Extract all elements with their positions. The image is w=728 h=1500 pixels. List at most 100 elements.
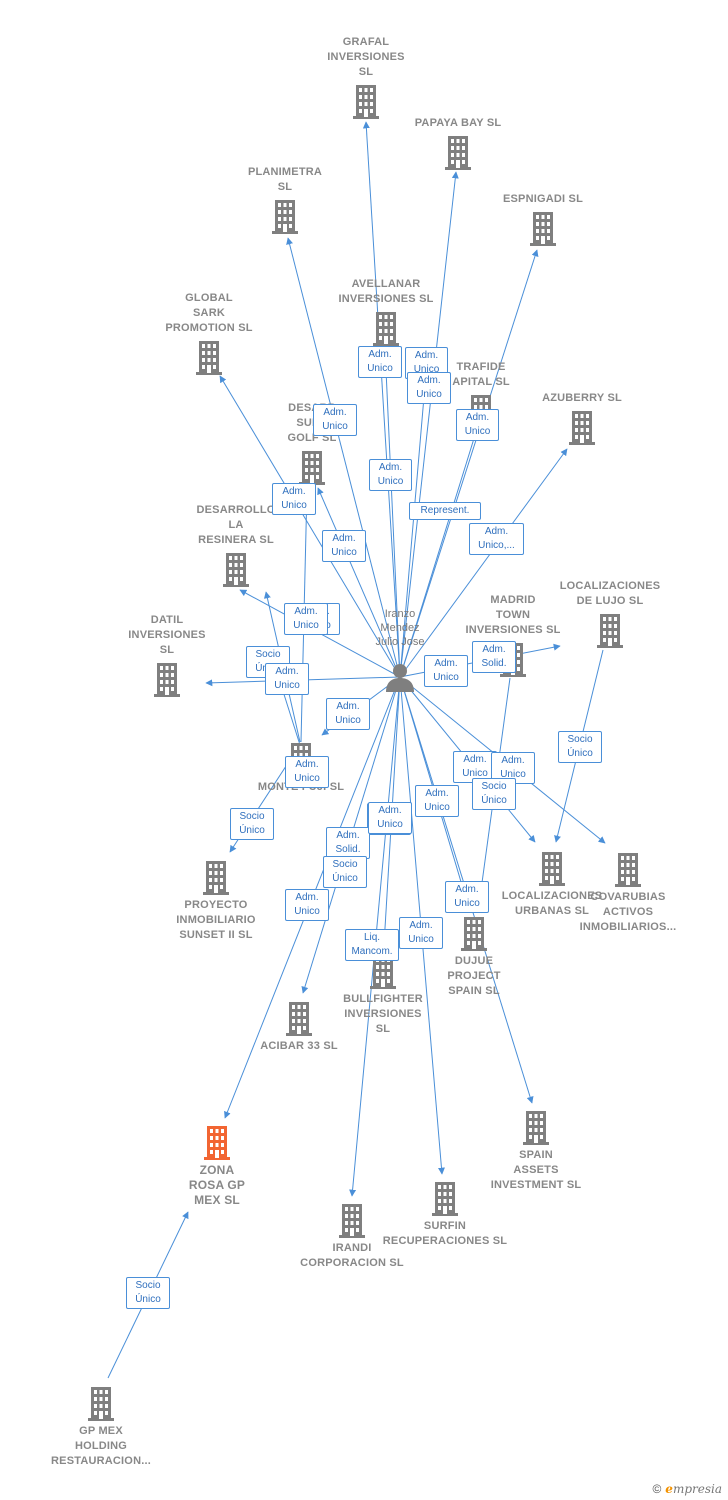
relationship-label[interactable]: Adm. Unico	[424, 655, 468, 687]
relationship-label[interactable]: Adm. Solid.	[326, 827, 370, 859]
company-name[interactable]: DESARR SUNS GOLF SL	[287, 402, 337, 444]
company-name[interactable]: AZUBERRY SL	[542, 392, 622, 404]
person-name[interactable]: Iranzo Mendez Julio Jose	[375, 608, 425, 648]
company-node-datil[interactable]: DATIL INVERSIONES SL	[87, 613, 247, 658]
company-node-zona[interactable]: ZONA ROSA GP MEX SL	[137, 1163, 297, 1208]
company-name[interactable]: GRAFAL INVERSIONES SL	[327, 36, 405, 78]
relationship-label[interactable]: Adm. Unico	[453, 751, 497, 783]
company-node-covarrubias[interactable]: COVARUBIAS ACTIVOS INMOBILIARIOS...	[548, 890, 708, 935]
company-name[interactable]: PROYECTO INMOBILIARIO SUNSET II SL	[176, 899, 256, 941]
building-icon[interactable]	[339, 1204, 365, 1238]
relationship-label[interactable]: Adm. Unico	[285, 756, 329, 788]
company-node-papaya[interactable]: PAPAYA BAY SL	[378, 116, 538, 131]
company-name[interactable]: AVELLANAR INVERSIONES SL	[338, 278, 434, 305]
company-node-grafal[interactable]: GRAFAL INVERSIONES SL	[286, 35, 446, 80]
relationship-label[interactable]: Socio Único	[472, 778, 516, 810]
company-node-gpmex[interactable]: GP MEX HOLDING RESTAURACION...	[21, 1424, 181, 1469]
company-name[interactable]: ZONA ROSA GP MEX SL	[188, 1163, 246, 1207]
company-name[interactable]: ACIBAR 33 SL	[260, 1040, 338, 1052]
building-icon[interactable]	[445, 136, 471, 170]
company-name[interactable]: LOCALIZACIONES URBANAS SL	[501, 890, 603, 917]
company-name[interactable]: PLANIMETRA SL	[247, 166, 323, 193]
relationship-label[interactable]: Liq. Mancom.	[345, 929, 399, 961]
company-node-trafide[interactable]: TRAFIDE APITAL SL	[401, 360, 561, 390]
company-node-madrid[interactable]: MADRID TOWN INVERSIONES SL	[433, 593, 593, 638]
company-name[interactable]: ESPNIGADI SL	[502, 193, 584, 205]
company-name[interactable]: DESARROLLO LA RESINERA SL	[196, 504, 276, 546]
building-icon[interactable]	[204, 1126, 230, 1160]
company-name[interactable]: PAPAYA BAY SL	[414, 117, 502, 129]
company-name[interactable]: GLOBAL SARK PROMOTION SL	[165, 292, 253, 334]
company-node-dujue[interactable]: DUJUE PROJECT SPAIN SL	[394, 954, 554, 999]
company-name[interactable]: IRANDI CORPORACION SL	[300, 1242, 404, 1269]
relationship-label[interactable]: Socio Único	[230, 808, 274, 840]
company-node-bullfighter[interactable]: BULLFIGHTER INVERSIONES SL	[303, 992, 463, 1037]
relationship-label[interactable]: Adm. Unico	[399, 917, 443, 949]
relationship-label[interactable]: Adm. Unico	[285, 889, 329, 921]
company-node-resinera[interactable]: DESARROLLO LA RESINERA SL	[156, 503, 316, 548]
building-icon[interactable]	[523, 1111, 549, 1145]
empresia-logo[interactable]: empresia	[665, 1482, 722, 1496]
building-icon[interactable]	[154, 663, 180, 697]
company-node-surfin[interactable]: SURFIN RECUPERACIONES SL	[365, 1219, 525, 1249]
company-node-proyecto[interactable]: PROYECTO INMOBILIARIO SUNSET II SL	[136, 898, 296, 943]
relationship-label[interactable]: Adm. Unico,...	[469, 523, 524, 555]
company-name[interactable]: COVARUBIAS ACTIVOS INMOBILIARIOS...	[579, 891, 677, 933]
person-icon[interactable]	[386, 664, 414, 692]
relationship-label[interactable]: Adm. Unico	[284, 603, 328, 635]
building-icon[interactable]	[597, 614, 623, 648]
building-icon[interactable]	[272, 200, 298, 234]
relationship-label[interactable]: Adm. Solid.	[472, 641, 516, 673]
building-icon[interactable]	[299, 451, 325, 485]
relationship-label[interactable]: Socio Único	[126, 1277, 170, 1309]
company-name[interactable]: MADRID TOWN INVERSIONES SL	[465, 594, 561, 636]
relationship-label[interactable]: Adm. Unico	[272, 483, 316, 515]
building-icon[interactable]	[615, 853, 641, 887]
relationship-label[interactable]: Socio Único	[323, 856, 367, 888]
relationship-label[interactable]: Adm. Unico	[326, 698, 370, 730]
company-name[interactable]: DUJUE PROJECT SPAIN SL	[447, 955, 501, 997]
company-node-localiz-urb[interactable]: LOCALIZACIONES URBANAS SL	[472, 889, 632, 919]
company-node-global[interactable]: GLOBAL SARK PROMOTION SL	[129, 291, 289, 336]
company-name[interactable]: SPAIN ASSETS INVESTMENT SL	[490, 1149, 582, 1191]
company-node-espnigadi[interactable]: ESPNIGADI SL	[463, 192, 623, 207]
relationship-label[interactable]: Adm. Unico	[415, 785, 459, 817]
building-icon[interactable]	[569, 411, 595, 445]
building-icon[interactable]	[88, 1387, 114, 1421]
relationship-label[interactable]: Socio Único	[558, 731, 602, 763]
relationship-label[interactable]: Adm. Unico	[407, 372, 451, 404]
building-icon[interactable]	[539, 852, 565, 886]
company-node-irandi[interactable]: IRANDI CORPORACION SL	[272, 1241, 432, 1271]
company-name[interactable]: LOCALIZACIONES DE LUJO SL	[559, 580, 661, 607]
relationship-label[interactable]: Adm. Unico	[369, 459, 412, 491]
company-node-azuberry[interactable]: AZUBERRY SL	[502, 391, 662, 406]
company-node-localiz-lujo[interactable]: LOCALIZACIONES DE LUJO SL	[530, 579, 690, 609]
relationship-label[interactable]: Adm. Unico	[322, 530, 366, 562]
relationship-label[interactable]: Adm. Unico	[456, 409, 499, 441]
company-name[interactable]: BULLFIGHTER INVERSIONES SL	[343, 993, 423, 1035]
company-node-spain-assets[interactable]: SPAIN ASSETS INVESTMENT SL	[456, 1148, 616, 1193]
building-icon[interactable]	[196, 341, 222, 375]
company-node-acibar[interactable]: ACIBAR 33 SL	[219, 1039, 379, 1054]
relationship-label[interactable]: Adm. Unico	[358, 346, 402, 378]
building-icon[interactable]	[373, 312, 399, 346]
building-icon[interactable]	[461, 917, 487, 951]
company-name[interactable]: SURFIN RECUPERACIONES SL	[382, 1220, 508, 1247]
building-icon[interactable]	[432, 1182, 458, 1216]
company-node-avellanar[interactable]: AVELLANAR INVERSIONES SL	[306, 277, 466, 307]
relationship-label[interactable]: Adm. Unico	[313, 404, 357, 436]
relationship-label[interactable]: Adm. Unico	[445, 881, 489, 913]
company-node-desarr-golf[interactable]: DESARR SUNS GOLF SL	[232, 401, 392, 446]
relationship-label[interactable]: Adm. Unico	[265, 663, 309, 695]
company-name[interactable]: TRAFIDE APITAL SL	[452, 361, 510, 388]
building-icon[interactable]	[203, 861, 229, 895]
relationship-label[interactable]: Represent.	[409, 502, 481, 520]
building-icon[interactable]	[353, 85, 379, 119]
building-icon[interactable]	[530, 212, 556, 246]
relationship-label[interactable]: Adm. Unico	[368, 802, 412, 834]
company-node-planimetra[interactable]: PLANIMETRA SL	[205, 165, 365, 195]
company-name[interactable]: DATIL INVERSIONES SL	[128, 614, 206, 656]
company-name[interactable]: GP MEX HOLDING RESTAURACION...	[51, 1425, 151, 1467]
building-icon[interactable]	[223, 553, 249, 587]
